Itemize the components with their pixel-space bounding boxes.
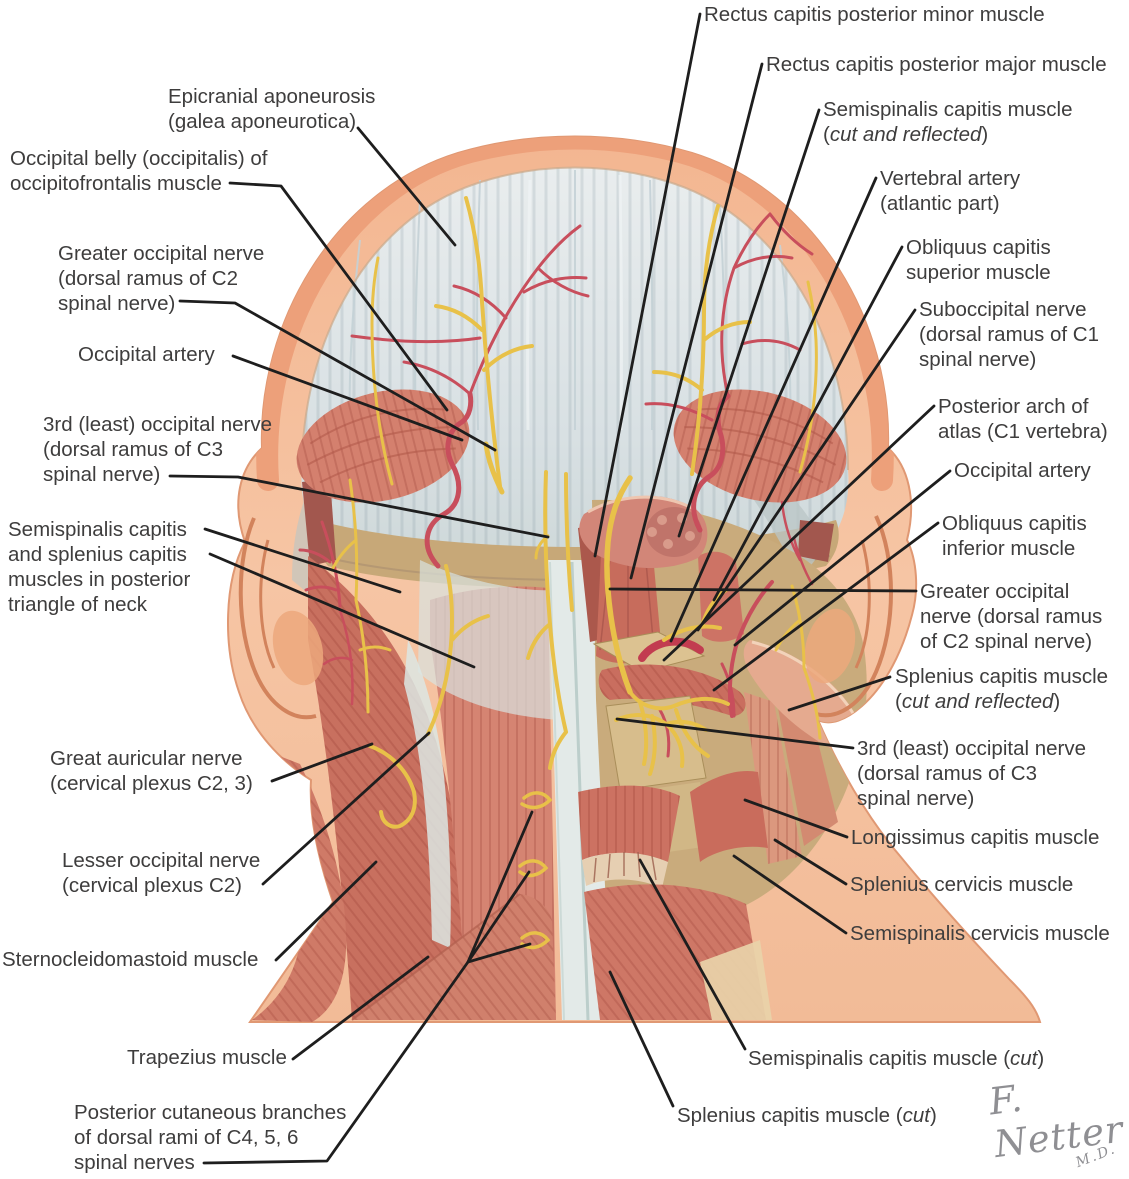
artist-signature: F. Netter M.D. xyxy=(987,1064,1129,1174)
third-occipital-nerve-midline xyxy=(526,470,574,770)
semispinalis-cervicis xyxy=(690,770,768,862)
splenius-capitis-cut-belly xyxy=(584,884,772,1020)
posterior-auricular-muscle-right xyxy=(798,520,834,562)
semispinalis-capitis-cut-belly xyxy=(578,785,680,888)
